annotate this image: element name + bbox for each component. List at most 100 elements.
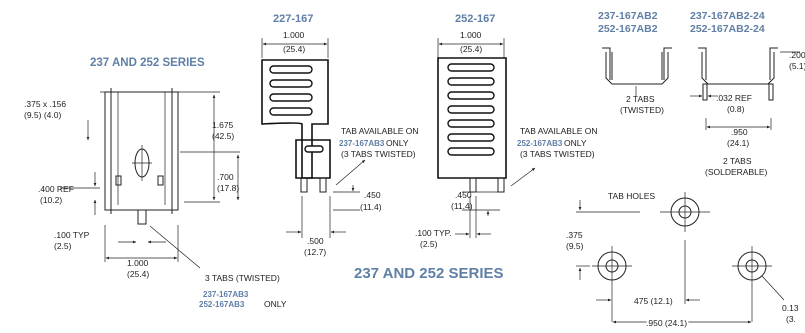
p252-slot-6 <box>447 133 495 142</box>
ab224-ref-in: .032 REF <box>716 93 752 103</box>
p252-slot-4 <box>447 105 495 114</box>
p252-450-mm: (11.4) <box>451 201 473 211</box>
ab224-tab-1 <box>702 83 708 101</box>
left-bottom-tab <box>137 209 147 225</box>
ab224-title-a: 237-167AB2-24 <box>690 10 765 22</box>
ab224-ref-mm: (0.8) <box>727 104 745 114</box>
p252-typ-mm: (2.5) <box>420 239 438 249</box>
left-height-in: 1.675 <box>212 120 234 130</box>
holes-375-mm: (9.5) <box>566 241 584 251</box>
p227-body <box>261 59 329 179</box>
holes-475: 475 (12.1) <box>634 296 673 306</box>
ab224-w950-in: .950 <box>731 127 748 137</box>
part-252-title: 252-167 <box>455 13 495 25</box>
p252-tab-leader <box>510 167 536 187</box>
p252-typ-in: .100 TYP. <box>415 228 452 238</box>
ab224-tab-2 <box>768 83 774 101</box>
ab2-inner <box>611 52 663 80</box>
ab224-edge-in: .200 <box>789 50 805 60</box>
left-dim-top: .375 x .156 <box>24 99 66 109</box>
p227-500-mm: (12.7) <box>304 247 326 257</box>
p227-slot-4 <box>269 107 313 116</box>
p227-width-mm: (25.4) <box>283 44 305 54</box>
ab2-note-2: (TWISTED) <box>620 105 664 115</box>
left-body-outline <box>104 91 179 211</box>
left-ref-in: .400 REF <box>38 184 74 194</box>
p227-tab-note-only: ONLY <box>386 138 409 148</box>
p252-tab-note-only: ONLY <box>564 138 587 148</box>
p252-slot-5 <box>447 119 495 128</box>
left-series-title: 237 AND 252 SERIES <box>90 57 205 69</box>
ab2-title-b: 252-167AB2 <box>598 23 658 35</box>
left-ref-mm: (10.2) <box>40 195 62 205</box>
ab224-flanges <box>698 47 778 80</box>
left-height-mm: (42.5) <box>212 131 234 141</box>
left-pn-b: 252-167AB3 <box>199 300 245 309</box>
ab224-edge-mm: (5.1) <box>789 61 805 71</box>
p252-width-mm: (25.4) <box>460 44 482 54</box>
p252-tab-2 <box>497 177 505 193</box>
part-252-view: 1.000 (25.4) TAB AVAILABLE ON 252-167AB3… <box>415 30 597 249</box>
p252-width-in: 1.000 <box>460 30 482 40</box>
ab224-profile <box>701 52 775 85</box>
p227-tab-leader <box>335 159 366 186</box>
bottom-series-title: 237 AND 252 SERIES <box>354 265 504 282</box>
p227-450-mm: (11.4) <box>360 202 382 212</box>
left-h2-in: .700 <box>217 172 234 182</box>
p252-450-in: .450 <box>455 190 472 200</box>
left-h2-mm: (17.8) <box>217 183 239 193</box>
p252-slot-1 <box>447 63 495 72</box>
ab224-w950-mm: (24.1) <box>727 138 749 148</box>
part-227-view: 1.000 (25.4) TAB AVAILABLE ON 237-167AB3… <box>261 30 418 257</box>
ab224-title-b: 252-167AB2-24 <box>690 23 765 35</box>
p227-tab-note-1: TAB AVAILABLE ON <box>341 126 418 136</box>
left-typ-mm: (2.5) <box>54 241 72 251</box>
p252-slot-3 <box>447 91 495 100</box>
left-body-inner <box>117 92 166 205</box>
right-side-views: 2 TABS (TWISTED) .032 REF (0.8) .950 (24… <box>602 47 805 177</box>
holes-013-leader <box>761 275 785 301</box>
p252-tab-note-pn: 252-167AB3 <box>517 139 563 148</box>
p227-lower <box>295 139 331 179</box>
p227-slot-1 <box>269 65 313 74</box>
holes-950: .950 (24.1) <box>646 318 687 328</box>
left-typ-in: .100 TYP <box>54 230 90 240</box>
left-small-tab-2 <box>157 175 164 186</box>
ab2-note-1: 2 TABS <box>626 94 655 104</box>
left-dim-top-mm: (9.5) (4.0) <box>24 110 61 120</box>
p252-body <box>437 57 507 179</box>
ab2-title-a: 237-167AB2 <box>598 10 658 22</box>
ab2-profile <box>605 52 669 85</box>
p227-slot-2 <box>269 79 313 88</box>
left-tabs-note: 3 TABS (TWISTED) <box>205 273 280 283</box>
ab224-solder-1: 2 TABS <box>723 156 752 166</box>
holes-013-mm: (3. <box>786 314 796 324</box>
ab224-solder-2: (SOLDERABLE) <box>705 167 768 177</box>
ab2-flanges <box>602 47 672 80</box>
p252-slot-7 <box>447 147 495 156</box>
left-width-in: 1.000 <box>127 258 149 268</box>
holes-375-in: .375 <box>566 230 583 240</box>
left-only: ONLY <box>264 299 287 309</box>
part-227-title: 227-167 <box>273 13 313 25</box>
tab-holes-label: TAB HOLES <box>608 191 655 201</box>
tab-holes-view: TAB HOLES .375 (9.5) 475 (12.1) .950 (24… <box>566 191 799 330</box>
p227-width-in: 1.000 <box>283 30 305 40</box>
p227-tab-1 <box>300 177 308 193</box>
p227-tab-note-3: (3 TABS TWISTED) <box>341 149 416 159</box>
left-width-mm: (25.4) <box>127 269 149 279</box>
p252-tab-note-1: TAB AVAILABLE ON <box>520 126 597 136</box>
left-pn-a: 237-167AB3 <box>203 290 249 299</box>
p227-slot-3 <box>269 93 313 102</box>
left-small-tab-1 <box>115 175 122 186</box>
left-heatsink-view: .375 x .156 (9.5) (4.0) 1.675 (42.5) .70… <box>24 88 287 309</box>
p227-tab-2 <box>319 177 327 193</box>
left-body-fins <box>110 88 173 214</box>
left-leader-tabs <box>149 225 201 269</box>
p227-tab-note-pn: 237-167AB3 <box>339 139 385 148</box>
p227-500-in: .500 <box>307 236 324 246</box>
p252-slot-2 <box>447 77 495 86</box>
p227-450-in: .450 <box>364 190 381 200</box>
holes-013: 0.13 <box>782 303 799 313</box>
